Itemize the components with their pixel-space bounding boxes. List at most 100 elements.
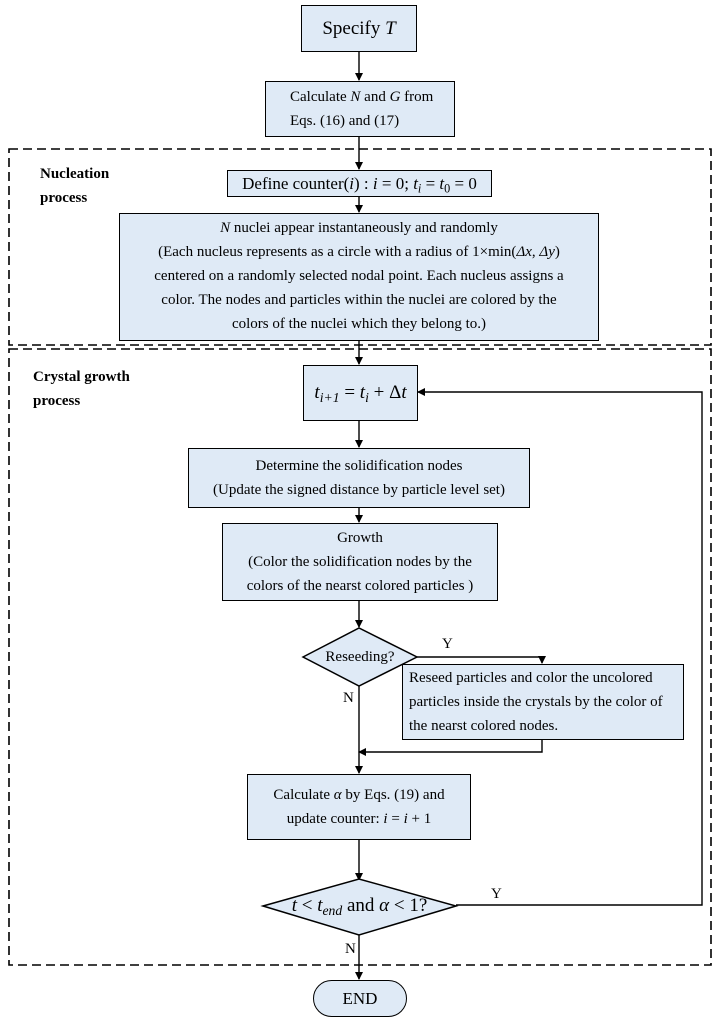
calc-alpha-text-1: Calculate [273, 787, 334, 803]
nucleation-section-label: Nucleation process [40, 162, 109, 210]
define-counter-sub-i: i [417, 181, 422, 196]
define-counter-text-2: ) : [354, 173, 373, 193]
define-counter-var-i: i [349, 173, 354, 193]
growth-label-line2: process [33, 393, 81, 409]
define-counter-var-t: t [413, 173, 418, 193]
growth-line2: (Color the solidification nodes by the [248, 554, 472, 570]
growth-box: Growth (Color the solidification nodes b… [222, 523, 498, 601]
nuclei-line1: N nuclei appear instantaneously and rand… [220, 216, 498, 240]
calc-n-g-var-g: G [389, 89, 401, 105]
condition-no-label: N [345, 941, 356, 957]
specify-t-prefix: Specify [322, 17, 386, 39]
growth-line1: Growth [337, 530, 383, 546]
condition-var-tend: t [317, 895, 323, 916]
nucleation-label-line2: process [40, 190, 88, 206]
calc-n-g-line2: Eqs. (16) and (17) [290, 113, 400, 129]
calc-alpha-text-4: = [387, 811, 404, 827]
condition-lt: < [296, 895, 318, 916]
calc-n-g-var-n: N [350, 89, 361, 105]
specify-t-var: T [385, 17, 396, 39]
condition-decision-shape [260, 878, 459, 936]
nuclei-line1-text: nuclei appear instantaneously and random… [230, 220, 498, 236]
calc-alpha-line2: update counter: i = i + 1 [287, 807, 431, 831]
time-step-sub-i: i [365, 390, 369, 406]
reseeding-decision-shape [301, 627, 419, 687]
arrow-reseed-return [358, 740, 543, 756]
calc-alpha-var-alpha: α [333, 787, 342, 803]
arrow-condition-yes-loop [417, 388, 703, 906]
time-step-plus-delta: + Δ [368, 382, 402, 403]
calc-alpha-text-2: by Eqs. (19) and [341, 787, 445, 803]
reseeding-label: Reseeding? [325, 648, 395, 665]
calc-alpha-box: Calculate α by Eqs. (19) and update coun… [247, 774, 471, 840]
nuclei-line5: colors of the nuclei which they belong t… [231, 316, 487, 332]
calc-alpha-line1: Calculate α by Eqs. (19) and [273, 783, 444, 807]
specify-t-text: Specify T [322, 17, 395, 41]
define-counter-text-4: = [421, 173, 440, 193]
time-step-var-dt: t [401, 382, 407, 403]
time-step-var-t: t [314, 382, 320, 403]
specify-t-box: Specify T [301, 5, 417, 52]
determine-line1: Determine the solidification nodes [255, 458, 463, 474]
end-terminal: END [313, 980, 407, 1017]
condition-text: t < tend and α < 1? [292, 895, 428, 917]
growth-line3: colors of the nearst colored particles ) [246, 578, 474, 594]
time-step-box: ti+1 = ti + Δt [303, 365, 418, 421]
calc-n-g-line1: Calculate N and G from [290, 85, 433, 109]
nuclei-line2-text: (Each nucleus represents as a circle wit… [158, 244, 517, 260]
nucleation-section-frame [8, 148, 712, 346]
nuclei-box: N nuclei appear instantaneously and rand… [119, 213, 599, 341]
define-counter-text-1: Define counter( [242, 173, 350, 193]
condition-var-alpha: α [379, 895, 390, 916]
reseeding-no-label: N [343, 690, 354, 706]
define-counter-var-t0: t [439, 173, 445, 193]
nuclei-line3: centered on a randomly selected nodal po… [154, 268, 564, 284]
time-step-eq: = [339, 382, 360, 403]
condition-and: and [342, 895, 380, 916]
define-counter-sub-0: 0 [444, 181, 451, 196]
nuclei-line2-dx: Δx [516, 244, 532, 260]
define-counter-text-3: = 0; [377, 173, 414, 193]
condition-var-t: t [291, 895, 297, 916]
calc-n-g-text-3: from [400, 89, 434, 105]
condition-lt-one: < 1? [389, 895, 428, 916]
reseeding-yes-label: Y [442, 636, 453, 652]
end-label: END [342, 988, 378, 1008]
define-counter-box: Define counter(i) : i = 0; ti = t0 = 0 [227, 170, 492, 197]
growth-section-label: Crystal growth process [33, 365, 130, 413]
nuclei-line2-end: ) [554, 244, 560, 260]
time-step-var-ti: t [359, 382, 366, 403]
calc-n-g-box: Calculate N and G from Eqs. (16) and (17… [265, 81, 455, 137]
condition-label: t < tend and α < 1? [263, 894, 456, 918]
calc-alpha-var-i: i [383, 811, 388, 827]
calc-alpha-var-i2: i [403, 811, 408, 827]
define-counter-text-5: = 0 [450, 173, 477, 193]
nucleation-label-line1: Nucleation [40, 166, 110, 182]
calc-n-g-text-1: Calculate [290, 89, 351, 105]
nuclei-line2: (Each nucleus represents as a circle wit… [158, 240, 560, 264]
determine-box: Determine the solidification nodes (Upda… [188, 448, 530, 508]
reseed-action-line2: particles inside the crystals by the col… [409, 694, 663, 710]
reseed-action-line1: Reseed particles and color the uncolored [409, 670, 653, 686]
nuclei-line2-dy: Δy [539, 244, 555, 260]
calc-n-g-text-2: and [360, 89, 390, 105]
determine-line2: (Update the signed distance by particle … [213, 482, 505, 498]
nuclei-line2-sep: , [531, 244, 540, 260]
nuclei-line4: color. The nodes and particles within th… [161, 292, 557, 308]
reseed-action-line3: the nearst colored nodes. [409, 718, 559, 734]
define-counter-text: Define counter(i) : i = 0; ti = t0 = 0 [242, 172, 477, 196]
condition-sub-end: end [322, 903, 343, 919]
define-counter-var-i2: i [372, 173, 378, 193]
growth-label-line1: Crystal growth [33, 369, 130, 385]
calc-alpha-text-3: update counter: [286, 811, 384, 827]
reseed-action-box: Reseed particles and color the uncolored… [402, 664, 684, 740]
time-step-sub-i1: i+1 [319, 390, 340, 406]
time-step-text: ti+1 = ti + Δt [314, 381, 406, 405]
arrow-reseeding-yes [417, 656, 546, 664]
calc-alpha-text-5: + 1 [407, 811, 432, 827]
condition-yes-label: Y [491, 886, 502, 902]
growth-section-frame [8, 348, 712, 966]
nuclei-var-n: N [220, 220, 231, 236]
